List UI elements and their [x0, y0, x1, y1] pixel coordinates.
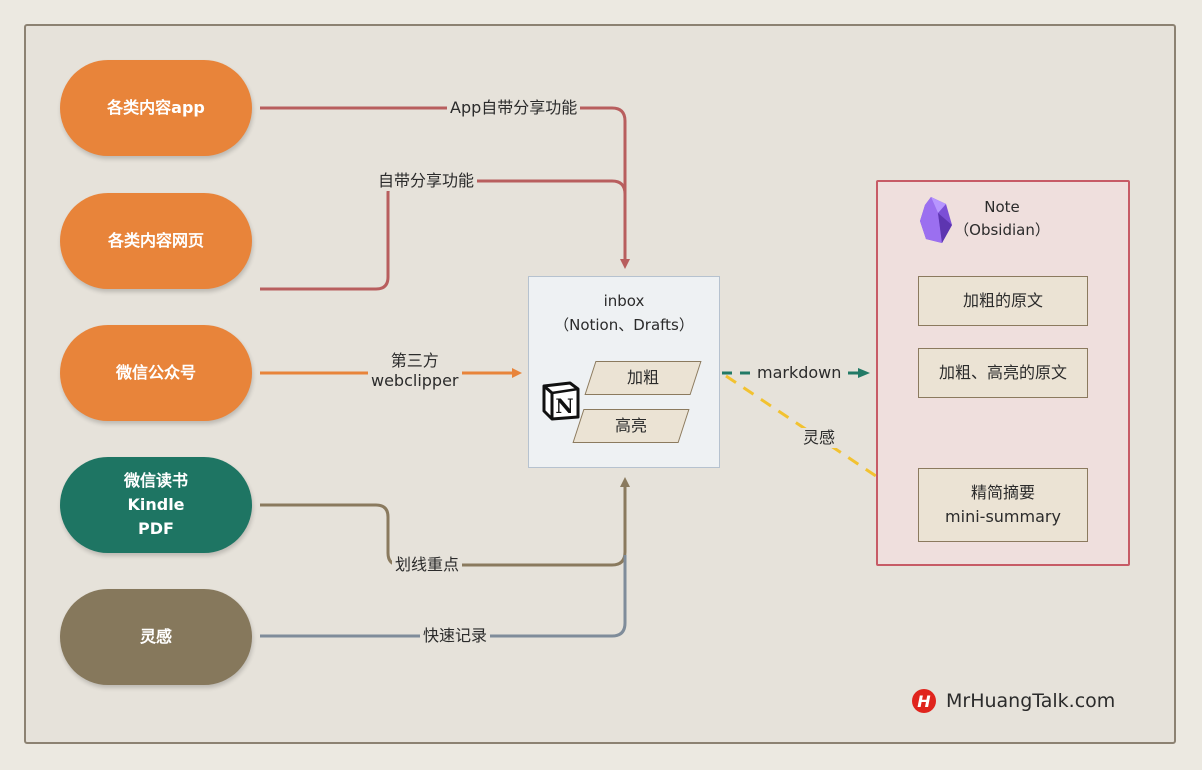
source-wechat-official: 微信公众号 [60, 325, 252, 421]
note-title: Note [984, 198, 1020, 216]
source-content-web: 各类内容网页 [60, 193, 252, 289]
note-subtitle: （Obsidian） [954, 221, 1050, 239]
notion-logo-icon: N [542, 381, 580, 421]
inbox-title: inbox [603, 292, 645, 310]
inbox-bold-label: 加粗 [626, 368, 659, 387]
source-wechat-official-label: 微信公众号 [115, 363, 196, 382]
label-third-party-line1: 第三方 [390, 351, 439, 370]
note-box-bold-highlight-original-label: 加粗、高亮的原文 [938, 363, 1067, 382]
note-box-summary: 精简摘要 mini-summary [918, 468, 1088, 542]
source-inspiration-label: 灵感 [139, 627, 172, 646]
source-reading-line1: 微信读书 [123, 471, 188, 490]
edge-app-to-inbox [260, 106, 630, 269]
note-box-bold-highlight-original: 加粗、高亮的原文 [918, 348, 1088, 398]
source-reading: 微信读书 Kindle PDF [60, 457, 252, 553]
brand-watermark: H MrHuangTalk.com [912, 688, 1115, 714]
source-reading-line3: PDF [138, 519, 174, 538]
notion-logo-letter: N [555, 394, 573, 418]
brand-text: MrHuangTalk.com [946, 690, 1116, 712]
edge-reading-to-inbox [260, 477, 630, 567]
label-third-party: 第三方 webclipper [368, 351, 462, 391]
edge-web-to-inbox [260, 179, 627, 291]
label-third-party-line2: webclipper [371, 371, 459, 390]
label-app-share: App自带分享功能 [447, 98, 581, 118]
label-quick-note: 快速记录 [420, 626, 491, 646]
note-box-bold-original: 加粗的原文 [918, 276, 1088, 326]
note-box-summary-line2: mini-summary [945, 507, 1061, 526]
source-content-app: 各类内容app [60, 60, 252, 156]
label-markdown: markdown [754, 363, 845, 383]
brand-logo-icon: H [912, 689, 936, 713]
source-content-app-label: 各类内容app [107, 98, 205, 117]
obsidian-icon [920, 197, 952, 243]
source-reading-line2: Kindle [127, 495, 185, 514]
inbox-highlight-label: 高亮 [614, 416, 647, 435]
inbox-subtitle: （Notion、Drafts） [554, 316, 694, 334]
label-highlight-key: 划线重点 [392, 555, 463, 575]
note-box-bold-original-label: 加粗的原文 [962, 291, 1043, 310]
source-inspiration: 灵感 [60, 589, 252, 685]
label-inspiration-edge: 灵感 [800, 428, 839, 448]
source-content-web-label: 各类内容网页 [107, 231, 204, 250]
edge-inspiration-to-inbox [260, 555, 627, 638]
label-builtin-share: 自带分享功能 [375, 171, 478, 191]
note-box-summary-line1: 精简摘要 [970, 483, 1035, 502]
